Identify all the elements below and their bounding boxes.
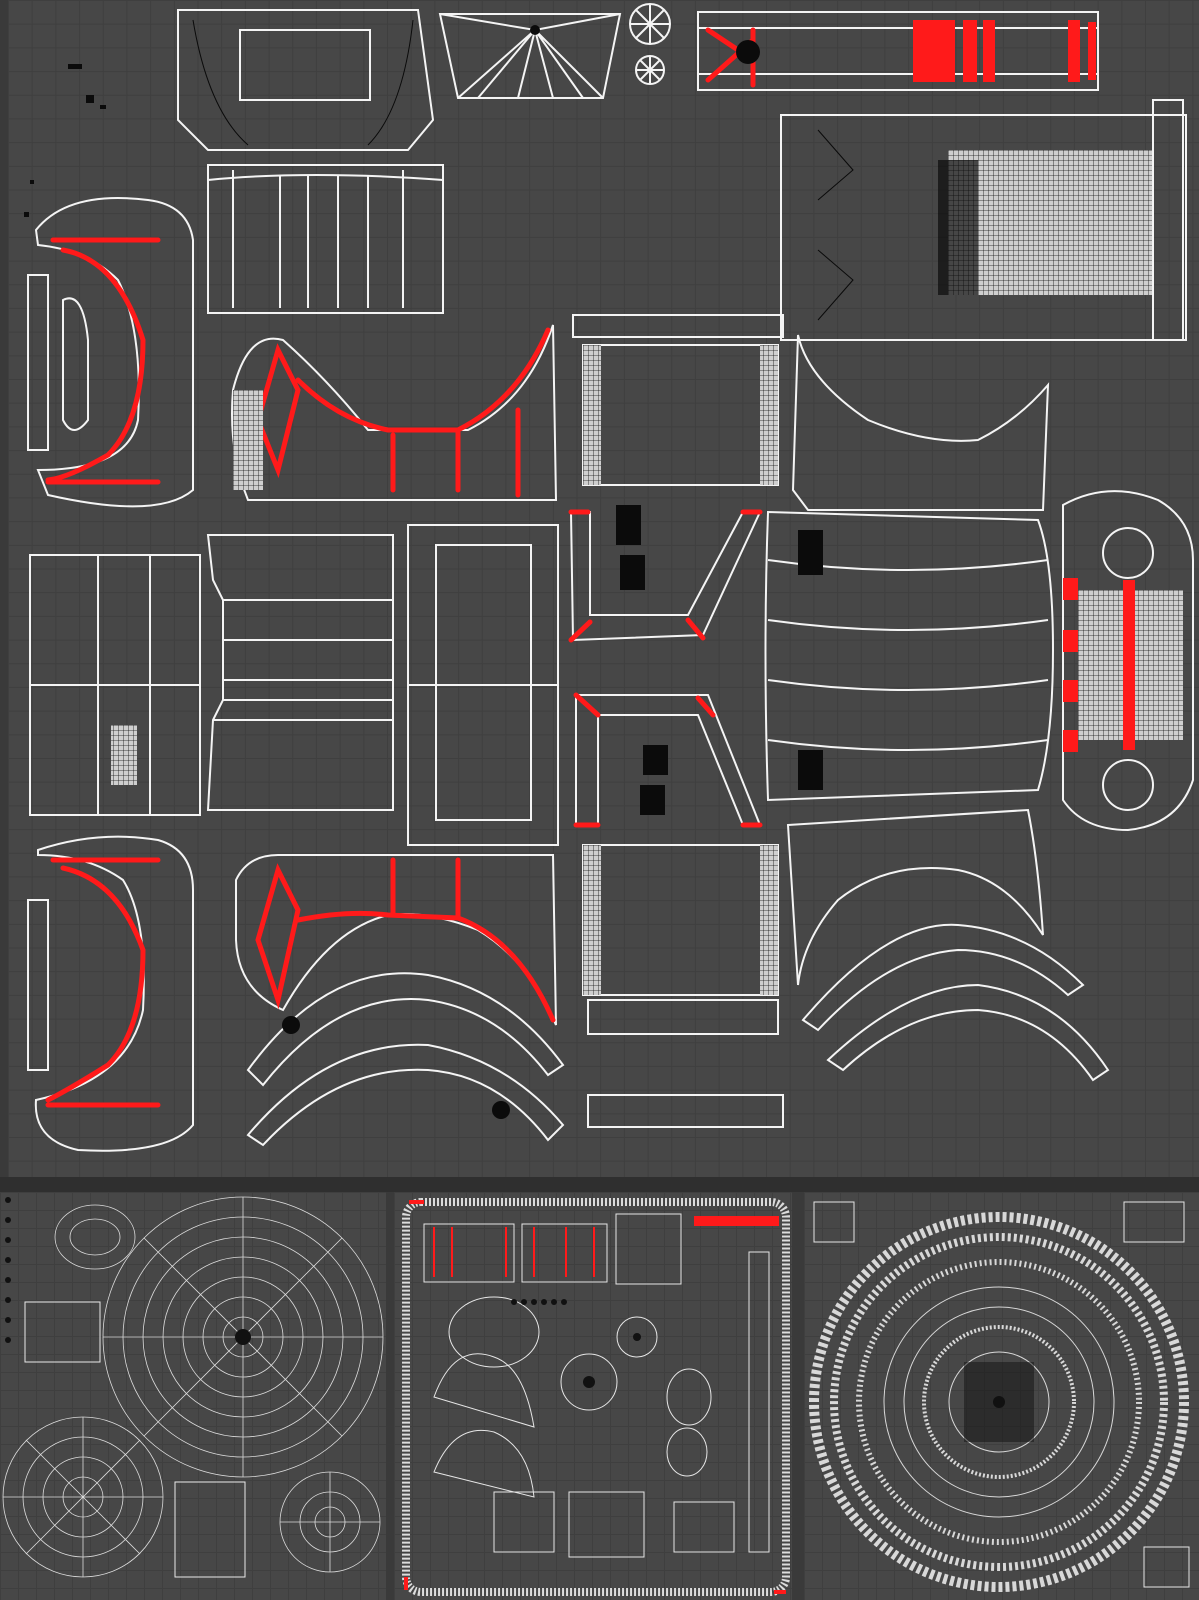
panel-divider — [0, 1177, 1199, 1192]
door-panel[interactable] — [206, 534, 394, 811]
mid-curve-top[interactable] — [231, 324, 558, 501]
trapezoid-island[interactable] — [438, 13, 622, 99]
radial-uv-map-thumbnail[interactable] — [0, 1192, 386, 1600]
engine-block[interactable] — [780, 99, 1187, 341]
bracket-top[interactable] — [568, 505, 763, 643]
arch-strips[interactable] — [246, 923, 1110, 1147]
small-strip[interactable] — [587, 1094, 784, 1128]
stray-vertices — [24, 64, 106, 217]
long-strip-top[interactable] — [697, 11, 1099, 91]
left-column[interactable] — [29, 554, 201, 816]
frame-panel[interactable] — [407, 524, 559, 846]
uv-editor-viewport[interactable] — [8, 0, 1199, 1177]
top-frame-island[interactable] — [177, 9, 435, 151]
hood-panel[interactable] — [764, 510, 1055, 802]
ribbed-block-top[interactable] — [572, 314, 784, 486]
wheel-uv-icon — [2, 1196, 384, 1578]
uv-layout-canvas — [24, 3, 1194, 1152]
left-fender-bottom[interactable] — [27, 835, 194, 1152]
ribbed-block-bottom[interactable] — [582, 844, 779, 1035]
disc-island[interactable] — [629, 3, 671, 85]
tire-uv-icon — [809, 1201, 1190, 1592]
atlas-uv-icon — [402, 1198, 790, 1596]
wedge-top[interactable] — [791, 334, 1050, 511]
bracket-bottom[interactable] — [573, 692, 763, 828]
left-fender-top[interactable] — [27, 197, 194, 508]
panel-rect[interactable] — [207, 164, 444, 314]
mid-curve-bottom[interactable] — [235, 854, 557, 1026]
grille-panel[interactable] — [1062, 490, 1194, 832]
packed-uv-map-thumbnail[interactable] — [394, 1192, 792, 1600]
tire-uv-map-thumbnail[interactable] — [804, 1192, 1199, 1600]
wedge-bottom[interactable] — [786, 808, 1044, 986]
